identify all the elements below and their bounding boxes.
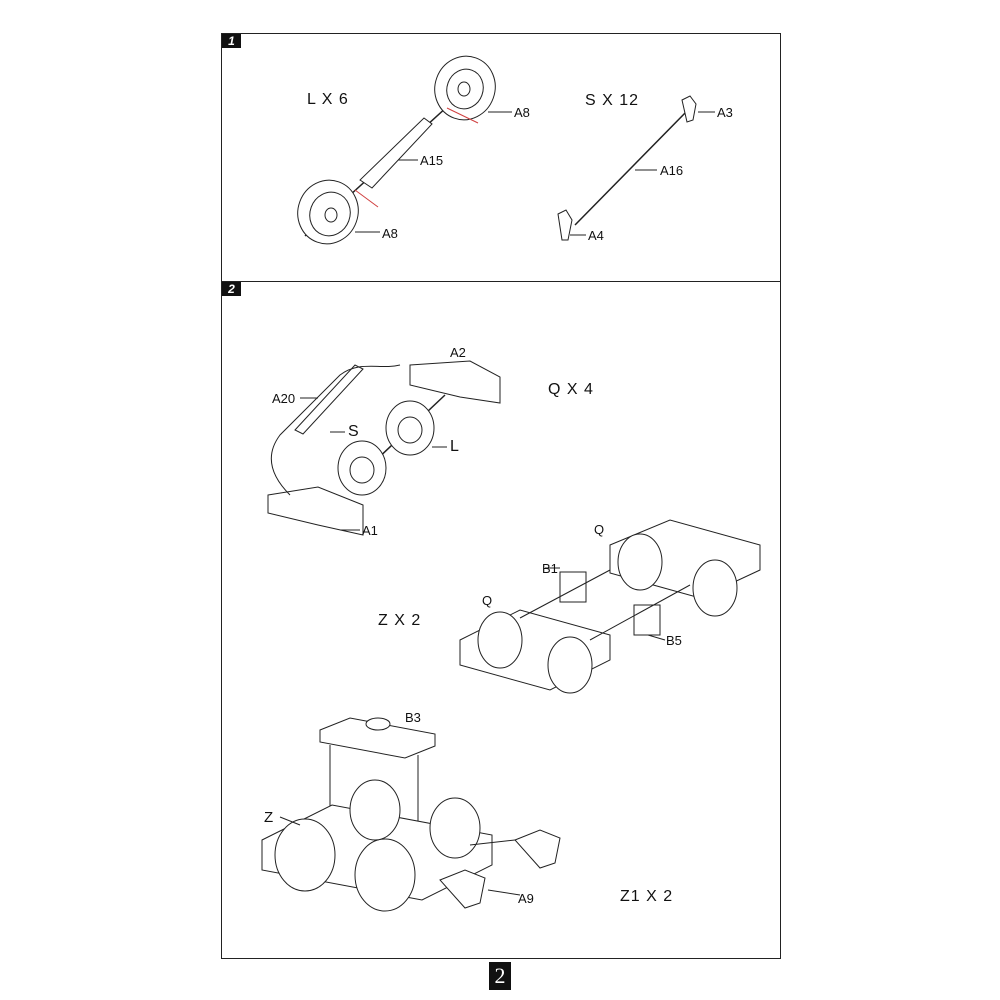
page-number: 2 xyxy=(489,962,511,990)
part-label: Q xyxy=(482,593,493,608)
truck-with-bolster-drawing xyxy=(261,717,561,912)
part-label: L xyxy=(450,438,459,455)
part-label: Q xyxy=(594,522,605,537)
rod-drawing xyxy=(557,95,715,241)
quantity-label: Q X 4 xyxy=(548,381,594,398)
part-label: B3 xyxy=(405,710,421,725)
part-label: A8 xyxy=(514,105,530,120)
part-label: Z xyxy=(264,809,274,826)
wheelset-drawing xyxy=(297,55,512,245)
part-label: A20 xyxy=(272,391,296,406)
part-label: A9 xyxy=(518,891,534,906)
step-2-panel: 2 xyxy=(221,281,781,959)
part-label: B1 xyxy=(542,561,558,576)
part-label: A15 xyxy=(420,153,444,168)
part-label: A8 xyxy=(382,226,398,241)
part-label: A16 xyxy=(660,163,684,178)
part-label: A2 xyxy=(450,345,466,360)
part-label: A3 xyxy=(717,105,733,120)
quantity-label: S X 12 xyxy=(585,92,640,109)
quantity-label: Z X 2 xyxy=(378,612,422,629)
part-label: A4 xyxy=(588,228,604,243)
step-number-badge: 2 xyxy=(222,282,241,296)
part-label: S xyxy=(348,423,359,440)
quantity-label: L X 6 xyxy=(307,91,349,108)
part-label: A1 xyxy=(362,523,378,538)
truck-drawing xyxy=(459,519,761,694)
step-number-badge: 1 xyxy=(222,34,241,48)
step-1-panel: 1 xyxy=(221,33,781,282)
part-label: B5 xyxy=(666,633,682,648)
bogie-frame-drawing xyxy=(267,360,501,536)
quantity-label: Z1 X 2 xyxy=(620,888,674,905)
